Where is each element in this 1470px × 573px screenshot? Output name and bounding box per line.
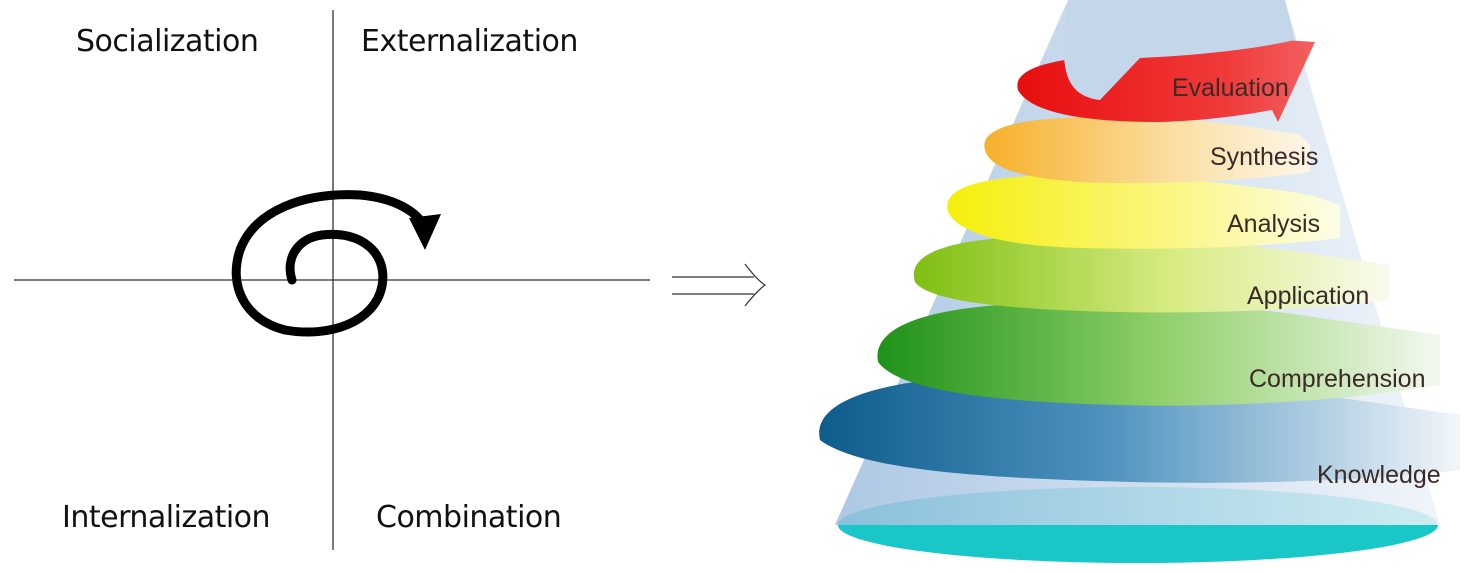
level-label-analysis: Analysis [1227,210,1320,238]
level-label-evaluation: Evaluation [1172,74,1289,102]
externalization-label: Externalization [361,24,578,59]
comprehension-band [877,302,1440,406]
combination-label: Combination [376,500,562,535]
cone-overlap [1063,0,1295,100]
level-label-comprehension: Comprehension [1249,365,1426,393]
implies-arrow-icon [672,263,767,307]
spiral-arrowhead-icon [409,214,441,250]
level-label-synthesis: Synthesis [1210,143,1318,171]
level-label-application: Application [1247,282,1369,310]
level-label-knowledge: Knowledge [1317,461,1441,489]
analysis-band [947,174,1340,249]
knowledge-spiral [231,190,430,337]
bloom-cone: Evaluation Synthesis Analysis Applicatio… [819,0,1460,563]
socialization-label: Socialization [76,24,259,59]
knowledge-band [819,374,1460,483]
synthesis-band [984,116,1310,184]
internalization-label: Internalization [62,500,271,535]
application-band [913,235,1390,313]
